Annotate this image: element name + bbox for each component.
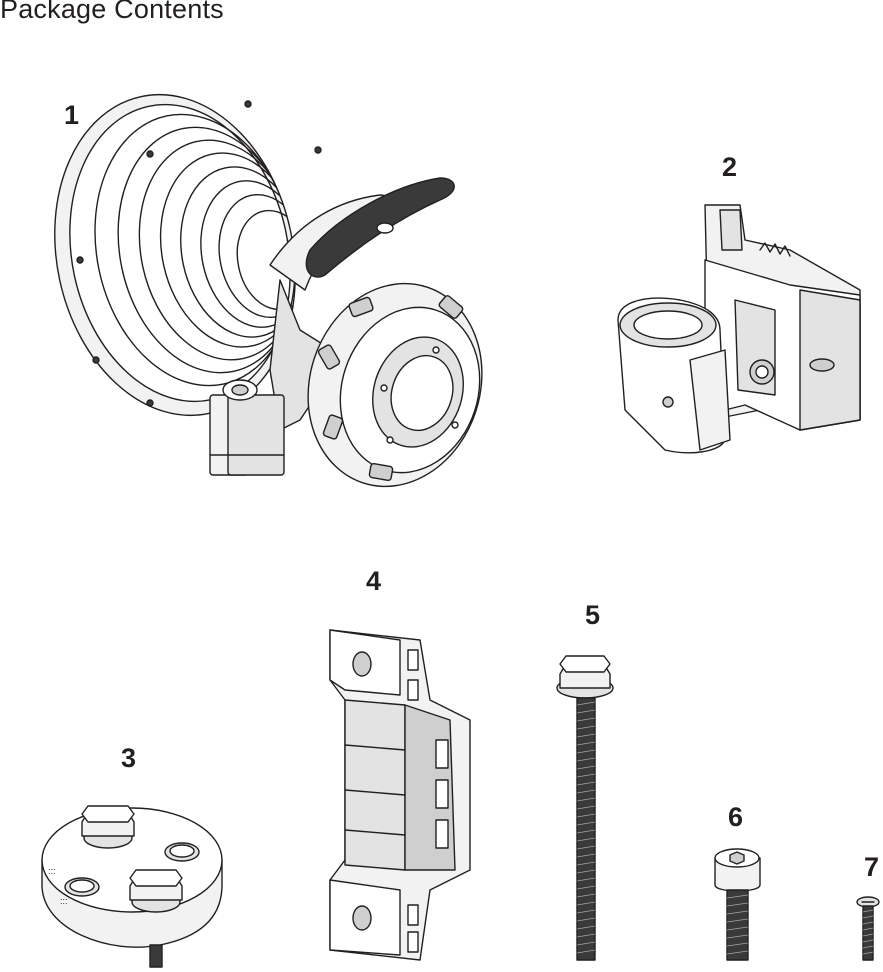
item-number-4: 4 — [366, 566, 382, 596]
mount-plate-illustration: ::: ::: — [41, 805, 223, 968]
small-screw-illustration — [856, 896, 880, 961]
page-title: Package Contents — [0, 0, 224, 24]
item-number-5: 5 — [585, 600, 601, 630]
item-number-7: 7 — [864, 852, 880, 882]
item-number-3: 3 — [121, 743, 137, 773]
item-number-6: 6 — [728, 802, 744, 832]
antenna-dish-illustration — [54, 93, 483, 488]
item-number-1: 1 — [64, 100, 80, 130]
item-number-2: 2 — [722, 152, 738, 182]
svg-text::::: ::: — [60, 896, 68, 906]
pole-bracket-illustration — [617, 204, 861, 454]
svg-text::::: ::: — [48, 866, 56, 876]
cap-screw-illustration — [714, 848, 761, 961]
bracket-arm-illustration — [329, 629, 471, 961]
long-bolt-illustration — [556, 655, 614, 961]
